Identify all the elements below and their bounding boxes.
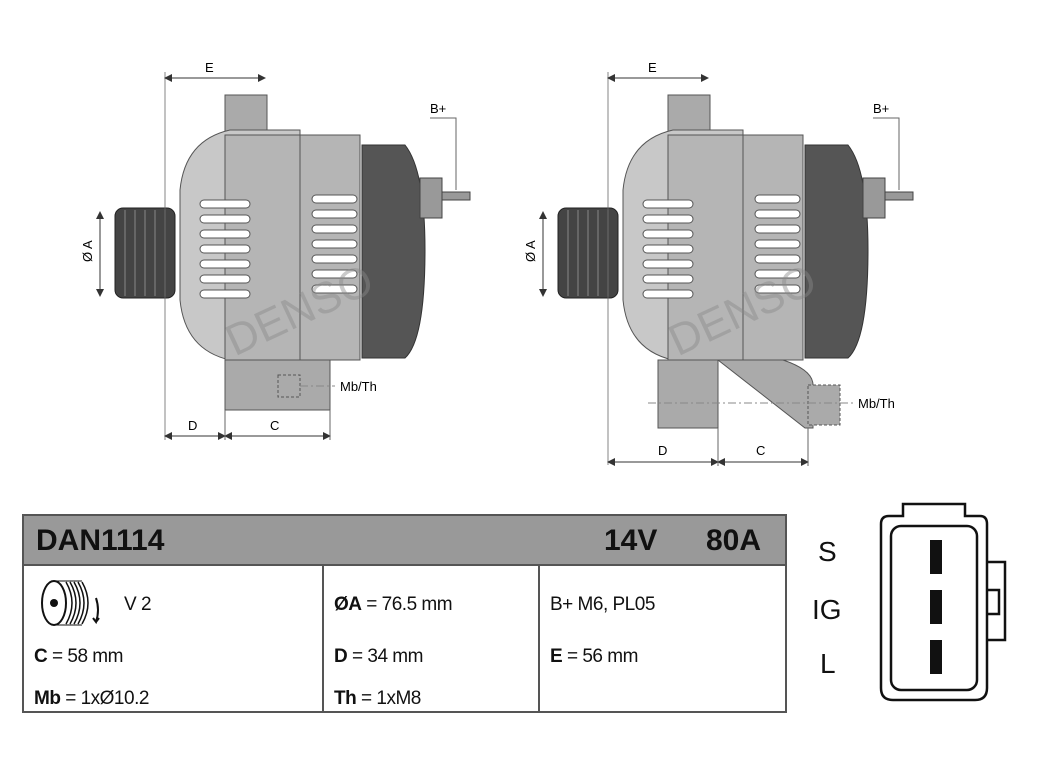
spec-value: = 34 mm: [347, 646, 423, 667]
dim-label-d: D: [188, 418, 197, 433]
dim-label-b: B+: [430, 101, 446, 116]
spec-c: C = 58 mm: [34, 646, 123, 668]
spec-key: Mb: [34, 688, 61, 709]
spec-a: ØA = 76.5 mm: [334, 594, 453, 616]
spec-table-header: DAN1114 14V 80A: [24, 516, 785, 566]
connector-diagram: [879, 502, 1007, 702]
dim-label-b: B+: [873, 101, 889, 116]
spec-value: = 56 mm: [562, 646, 638, 667]
dim-label-d: D: [658, 443, 667, 458]
spec-column-2: ØA = 76.5 mm D = 34 mm Th = 1xM8: [324, 566, 540, 711]
current: 80A: [706, 524, 762, 557]
voltage: 14V: [604, 524, 658, 557]
pin-label-s: S: [818, 536, 837, 567]
spec-table: DAN1114 14V 80A V 2 C = 58 mm Mb = 1xØ10…: [22, 514, 787, 713]
spec-value: = 58 mm: [47, 646, 123, 667]
pin-label-ig: IG: [812, 594, 842, 625]
spec-key: C: [34, 646, 48, 667]
dim-label-mb: Mb/Th: [858, 396, 895, 411]
alternator-drawings: E Ø A D C B+ Mb/Th DENSO E Ø A D C B+ Mb…: [80, 60, 914, 466]
spec-d: D = 34 mm: [334, 646, 423, 668]
spec-column-1: V 2 C = 58 mm Mb = 1xØ10.2: [24, 566, 324, 711]
dim-label-a: Ø A: [523, 240, 538, 262]
dim-label-e: E: [648, 60, 657, 75]
alternator-side-view-2: E Ø A D C B+ Mb/Th DENSO: [523, 60, 914, 466]
spec-key: ØA: [334, 594, 362, 615]
dim-label-e: E: [205, 60, 214, 75]
pulley-label: V 2: [124, 594, 152, 615]
spec-key: E: [550, 646, 563, 667]
pin-label-l: L: [820, 648, 836, 679]
part-number: DAN1114: [36, 524, 165, 557]
spec-key: B+: [550, 594, 573, 615]
dim-label-a: Ø A: [80, 240, 95, 262]
spec-value: M6, PL05: [572, 594, 656, 615]
pulley-icon: [41, 580, 100, 626]
spec-mb: Mb = 1xØ10.2: [34, 688, 149, 710]
spec-key: D: [334, 646, 348, 667]
spec-value: = 76.5 mm: [361, 594, 453, 615]
alternator-side-view-1: E Ø A D C B+ Mb/Th DENSO: [80, 60, 471, 440]
spec-b-plus: B+ M6, PL05: [550, 594, 655, 616]
spec-key: Th: [334, 688, 357, 709]
dim-label-c: C: [270, 418, 279, 433]
spec-e: E = 56 mm: [550, 646, 638, 668]
spec-value: = 1xM8: [356, 688, 421, 709]
spec-th: Th = 1xM8: [334, 688, 421, 710]
spec-value: = 1xØ10.2: [60, 688, 149, 709]
dim-label-mb: Mb/Th: [340, 379, 377, 394]
spec-column-3: B+ M6, PL05 E = 56 mm: [540, 566, 785, 711]
dim-label-c: C: [756, 443, 765, 458]
